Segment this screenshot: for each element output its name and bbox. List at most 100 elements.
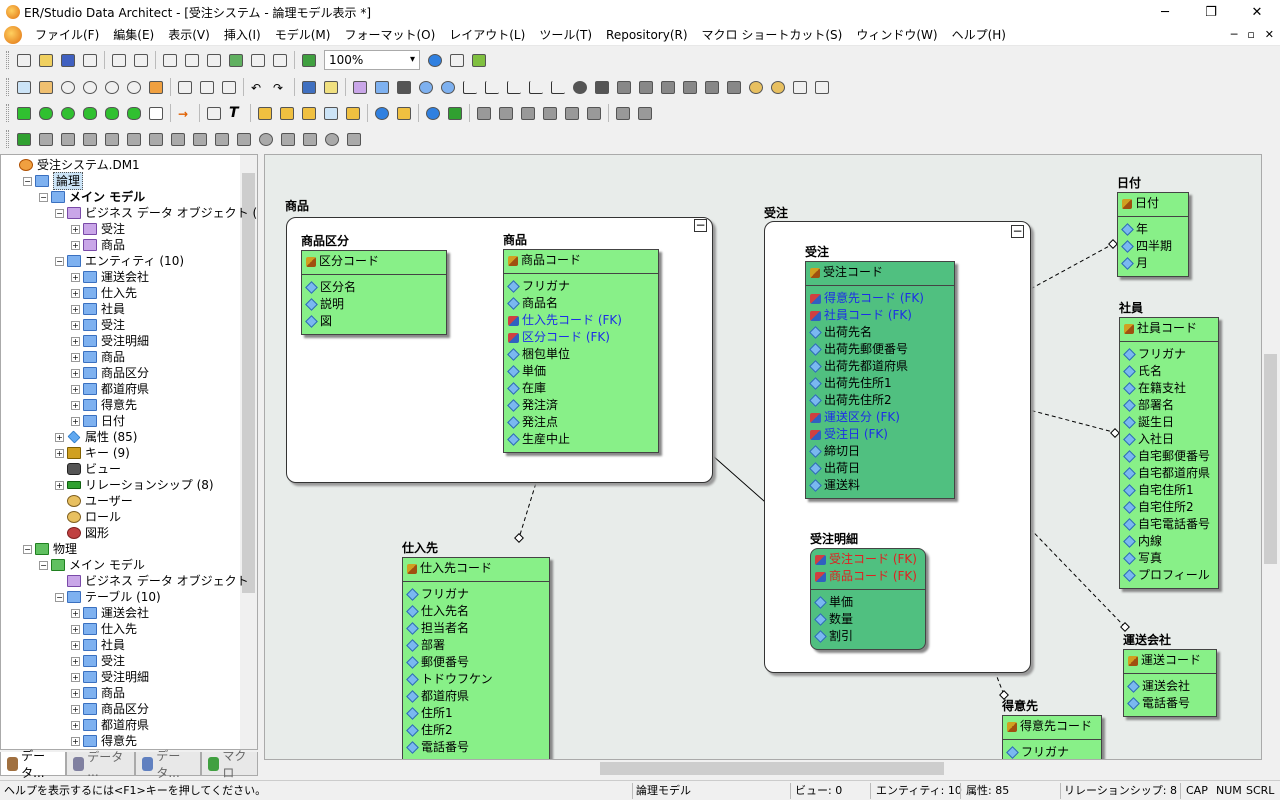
tab-macro[interactable]: マクロ <box>201 749 259 780</box>
expand-icon[interactable]: + <box>71 672 80 682</box>
layout-3-icon[interactable] <box>372 103 392 123</box>
export-icon[interactable] <box>226 50 246 70</box>
tree-node[interactable]: +仕入先 <box>71 621 137 637</box>
entity-shohin[interactable]: 商品コードフリガナ商品名仕入先コード (FK)区分コード (FK)梱包単位単価在… <box>503 249 659 453</box>
collapse-button[interactable]: − <box>1011 224 1024 238</box>
attribute[interactable]: 商品名 <box>507 295 654 312</box>
entity-tokuisaki[interactable]: 得意先コードフリガナ <box>1002 715 1102 759</box>
repo-11-icon[interactable] <box>234 129 254 149</box>
redo-icon[interactable]: ↷ <box>273 80 284 95</box>
key-attribute[interactable]: 得意先コード <box>1007 718 1097 735</box>
link-1-icon[interactable] <box>790 77 810 97</box>
undo-icon[interactable]: ↶ <box>251 80 262 95</box>
arrow-tool-icon[interactable] <box>592 77 612 97</box>
relationship-unso-juchu[interactable] <box>956 452 1126 628</box>
attribute[interactable]: 自宅住所2 <box>1123 499 1214 516</box>
key-attribute[interactable]: 仕入先コード <box>407 560 545 577</box>
pointer-icon[interactable] <box>14 77 34 97</box>
expand-icon[interactable]: + <box>71 224 80 234</box>
align-center-icon[interactable] <box>496 103 516 123</box>
save-icon[interactable] <box>58 50 78 70</box>
tree-node[interactable]: −ビジネス データ オブジェクト (2) <box>55 205 257 221</box>
attribute[interactable]: 住所1 <box>406 705 545 722</box>
canvas-vscroll-thumb[interactable] <box>1264 354 1277 564</box>
scissors-icon[interactable] <box>175 77 195 97</box>
attribute[interactable]: 在籍支社 <box>1123 380 1214 397</box>
tree-node[interactable]: +受注 <box>71 317 125 333</box>
layout-2-icon[interactable] <box>343 103 363 123</box>
paste-icon[interactable] <box>219 77 239 97</box>
collapse-icon[interactable]: − <box>55 208 64 218</box>
relationship-3-icon[interactable] <box>504 77 524 97</box>
tree-node[interactable]: +受注明細 <box>71 333 149 349</box>
attribute[interactable]: 運送区分 (FK) <box>810 409 950 426</box>
tree-node[interactable]: +日付 <box>71 413 125 429</box>
repo-2-icon[interactable] <box>36 129 56 149</box>
attribute[interactable]: 出荷日 <box>809 460 950 477</box>
collapse-icon[interactable]: − <box>23 544 32 554</box>
compare-icon[interactable] <box>182 50 202 70</box>
entity-juchu_meisai[interactable]: 受注コード (FK)商品コード (FK)単価数量割引 <box>810 548 926 650</box>
minimize-button[interactable]: ─ <box>1161 4 1169 20</box>
tree-node[interactable]: +商品 <box>71 685 125 701</box>
align-bottom-icon[interactable] <box>584 103 604 123</box>
expand-icon[interactable]: + <box>71 336 80 346</box>
relationship-1-icon[interactable] <box>460 77 480 97</box>
layout-1-icon[interactable] <box>321 103 341 123</box>
align-right-icon[interactable] <box>518 103 538 123</box>
tools-icon[interactable] <box>445 103 465 123</box>
page-shape-icon[interactable] <box>146 103 166 123</box>
collapse-icon[interactable]: − <box>55 592 64 602</box>
menu-file[interactable]: ファイル(F) <box>35 27 100 42</box>
expand-icon[interactable]: + <box>71 608 80 618</box>
attribute[interactable]: 図 <box>305 313 442 330</box>
expand-icon[interactable]: + <box>71 272 80 282</box>
menu-insert[interactable]: 挿入(I) <box>223 27 261 42</box>
attribute[interactable]: 得意先コード (FK) <box>810 290 950 307</box>
align-left-icon[interactable] <box>474 103 494 123</box>
document-icon[interactable] <box>4 25 22 44</box>
refresh-icon[interactable] <box>423 103 443 123</box>
hexagon-shape-icon[interactable] <box>102 103 122 123</box>
expand-icon[interactable]: + <box>71 704 80 714</box>
tree-node[interactable]: +属性 (85) <box>55 429 137 445</box>
attribute[interactable]: 仕入先コード (FK) <box>508 312 654 329</box>
layout-4-icon[interactable] <box>394 103 414 123</box>
diagram-canvas[interactable]: 商品 − 受注 − 商品区分区分コード区分名説明図商品商品コードフリガナ商品名仕… <box>264 154 1262 760</box>
repo-16-icon[interactable] <box>344 129 364 149</box>
collapse-icon[interactable]: − <box>39 192 48 202</box>
preview-icon[interactable] <box>160 50 180 70</box>
zoom-select-icon[interactable] <box>124 77 144 97</box>
tab-data-lineage[interactable]: データ... <box>135 749 202 780</box>
arrow-right-icon[interactable]: → <box>178 106 189 121</box>
attribute[interactable]: 出荷先都道府県 <box>809 358 950 375</box>
copy-icon[interactable] <box>197 77 217 97</box>
attribute[interactable]: フリガナ <box>1123 346 1214 363</box>
collapse-icon[interactable]: − <box>55 256 64 266</box>
tree-node[interactable]: +社員 <box>71 637 125 653</box>
attribute[interactable]: 出荷先郵便番号 <box>809 341 950 358</box>
collapse-button[interactable]: − <box>694 218 707 232</box>
canvas-hscroll-thumb[interactable] <box>600 762 944 775</box>
expand-icon[interactable]: + <box>71 400 80 410</box>
tab-data-model[interactable]: データ... <box>0 749 67 780</box>
attribute[interactable]: 運送会社 <box>1127 678 1212 695</box>
expand-icon[interactable]: + <box>71 624 80 634</box>
relationship-2-icon[interactable] <box>482 77 502 97</box>
key-attribute[interactable]: 運送コード <box>1128 652 1212 669</box>
menu-model[interactable]: モデル(M) <box>274 27 331 42</box>
entity-shohin_kubun[interactable]: 区分コード区分名説明図 <box>301 250 447 335</box>
list-icon[interactable] <box>321 77 341 97</box>
tree-node[interactable]: 受注システム.DM1 <box>7 157 140 173</box>
menu-edit[interactable]: 編集(E) <box>113 27 155 42</box>
attribute[interactable]: 数量 <box>814 611 921 628</box>
attribute[interactable]: 氏名 <box>1123 363 1214 380</box>
repo-10-icon[interactable] <box>212 129 232 149</box>
report-icon[interactable] <box>248 50 268 70</box>
relationship-5-icon[interactable] <box>548 77 568 97</box>
entity-unso[interactable]: 運送コード運送会社電話番号 <box>1123 649 1217 717</box>
repo-12-icon[interactable] <box>256 129 276 149</box>
close-button[interactable]: ✕ <box>1251 4 1263 20</box>
attribute[interactable]: 出荷先住所1 <box>809 375 950 392</box>
